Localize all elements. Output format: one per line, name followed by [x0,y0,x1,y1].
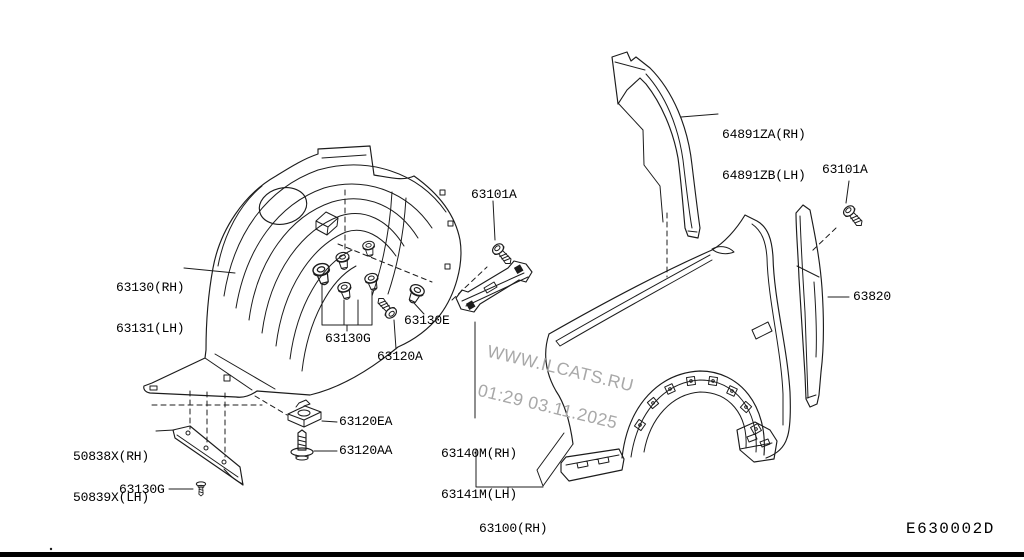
leader-lines [155,113,850,497]
screw-63130G-drawing [195,481,207,497]
stray-dot [49,547,53,551]
front-fender-drawing [536,214,791,487]
wheel-arch-liner-drawing [143,145,462,398]
dashed-reference-lines [151,189,837,458]
clip-63130E-drawing [408,283,425,304]
label-63130E-clip: 63130E [404,313,450,328]
screw-63101A-right-drawing [842,205,863,227]
label-63130G-screw: 63130G [119,482,165,497]
grommet-63120EA-drawing [287,399,322,428]
label-63140M-bracket: 63140M(RH) 63141M(LH) [441,446,518,502]
label-63101A-right: 63101A [822,162,868,177]
label-63120EA-grommet: 63120EA [339,414,393,429]
label-63120AA-bolt: 63120AA [339,443,393,458]
label-63100-fender: 63100(RH) 63101(LH) [479,521,548,536]
protector-strip-drawing [795,204,824,408]
splash-guard-plate-drawing [172,425,244,486]
screw-63120A-drawing [377,297,398,319]
clip-set-drawing [312,240,379,332]
label-63130-liner: 63130(RH) 63131(LH) [116,280,185,336]
label-63101A-center: 63101A [471,187,517,202]
screw-63101A-center-drawing [491,243,512,265]
label-63820-strip: 63820 [853,289,892,304]
bottom-bar [0,552,1024,557]
label-63120A-screw: 63120A [377,349,423,364]
cowl-side-finisher-drawing [611,51,701,239]
label-64891-cowl: 64891ZA(RH) 64891ZB(LH) [722,127,806,183]
bracket-63140M-drawing [455,260,533,313]
bolt-63120AA-drawing [290,429,314,461]
label-50838X-splash: 50838X(RH) 50839X(LH) [73,449,150,505]
label-63130G-clipset: 63130G [325,331,371,346]
diagram-code: E630002D [906,520,995,538]
